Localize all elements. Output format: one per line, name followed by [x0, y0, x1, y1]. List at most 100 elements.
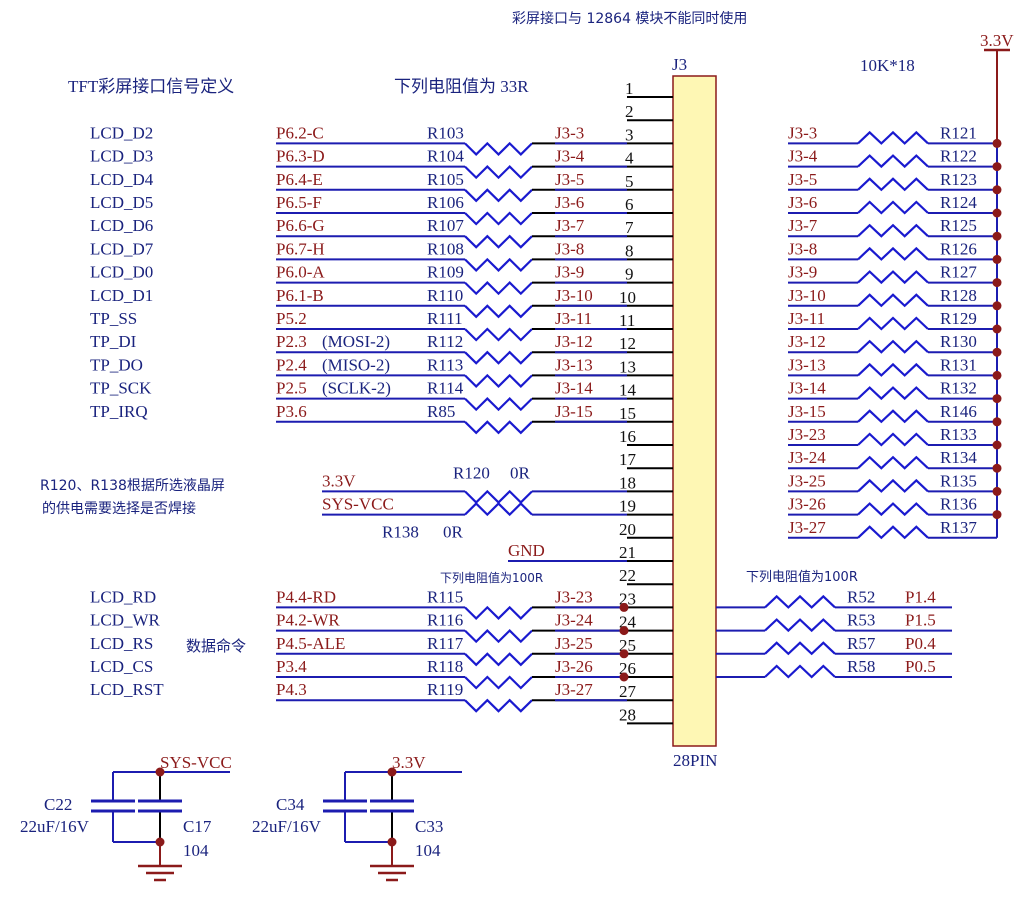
junction-dot [155, 767, 165, 777]
pin-number: 3 [625, 125, 634, 144]
pin-number: 18 [619, 473, 636, 492]
resistor-symbol [464, 605, 533, 620]
port-label: P6.4-E [276, 170, 323, 189]
junction-dot [992, 417, 1002, 427]
resistor-ref: R109 [427, 263, 464, 282]
resistor-ref: R133 [940, 425, 977, 444]
resistor-symbol [857, 502, 929, 517]
pin-number: 28 [619, 705, 636, 724]
net-label: J3-24 [788, 448, 826, 467]
data-cmd-note: 数据命令 [186, 637, 246, 655]
port-label: P2.4 [276, 355, 307, 374]
junction-dot [992, 138, 1002, 148]
net-label-3v3: 3.3V [322, 471, 356, 490]
resistor-symbol [464, 257, 533, 272]
cap-gap [370, 800, 414, 812]
resistor-symbol [857, 339, 929, 354]
net-label: J3-6 [555, 193, 584, 212]
junction-dot [992, 463, 1002, 473]
port-label: P4.4-RD [276, 587, 336, 606]
port-label: P4.3 [276, 680, 307, 699]
resistor-ref: R58 [847, 657, 875, 676]
resistor-ref: R137 [940, 518, 977, 537]
resistor-symbol [857, 386, 929, 401]
net-label-sys-vcc: SYS-VCC [322, 495, 394, 514]
resistor-note-100r-left: 下列电阻值为100R [440, 570, 543, 585]
port-label: P1.4 [905, 587, 936, 606]
resistor-ref: R123 [940, 170, 977, 189]
pin-number: 10 [619, 288, 636, 307]
resistor-symbol [857, 316, 929, 331]
resistor-ref: R115 [427, 587, 463, 606]
port-label: P4.5-ALE [276, 634, 345, 653]
port-label: P0.5 [905, 657, 936, 676]
signal-name: LCD_RST [90, 680, 164, 699]
resistor-symbol [464, 373, 533, 388]
net-label: J3-4 [788, 147, 818, 166]
top-note: 彩屏接口与 12864 模块不能同时使用 [512, 10, 747, 27]
resistor-symbol [857, 478, 929, 493]
resistor-symbol [857, 525, 929, 540]
resistor-symbol [857, 270, 929, 285]
resistor-ref: R146 [940, 402, 977, 421]
net-label: J3-9 [555, 263, 584, 282]
net-label: J3-8 [788, 239, 817, 258]
resistor-symbol [764, 641, 836, 656]
signal-name: TP_DO [90, 355, 143, 374]
resistor-symbol [857, 362, 929, 377]
signal-name: TP_IRQ [90, 402, 148, 421]
resistor-symbol [464, 234, 533, 249]
pin-number: 21 [619, 543, 636, 562]
resistor-ref: R129 [940, 309, 977, 328]
resistor-ref: R121 [940, 123, 977, 142]
pin-number: 5 [625, 172, 634, 191]
net-label: J3-25 [788, 471, 826, 490]
junction-dot [992, 254, 1002, 264]
connector-part: 28PIN [673, 751, 717, 770]
resistor-ref: R111 [427, 309, 463, 328]
resistor-ref: R52 [847, 587, 875, 606]
net-label-gnd: GND [508, 541, 545, 560]
junction-dot [992, 301, 1002, 311]
port-label: P6.1-B [276, 286, 324, 305]
resistor-symbol [464, 211, 533, 226]
resistor-ref: R104 [427, 147, 464, 166]
signal-name: LCD_D3 [90, 147, 153, 166]
resistor-symbol [464, 675, 533, 690]
junction-dot [992, 510, 1002, 520]
port-label: P3.6 [276, 402, 307, 421]
pin-number: 22 [619, 566, 636, 585]
resistor-symbol [857, 200, 929, 215]
net-label: J3-26 [788, 495, 826, 514]
pin-number: 8 [625, 241, 634, 260]
junction-dot [992, 370, 1002, 380]
resistor-ref: R126 [940, 239, 977, 258]
resistor-symbol [464, 420, 533, 435]
resistor-value: 0R [443, 523, 464, 542]
pin-number: 6 [625, 195, 634, 214]
net-label: J3-11 [788, 309, 825, 328]
capacitor-value: 22uF/16V [252, 817, 322, 836]
junction-dot [619, 626, 629, 636]
power-label-3v3: 3.3V [980, 31, 1014, 50]
net-label: J3-9 [788, 263, 817, 282]
power-label: 3.3V [392, 753, 426, 772]
resistor-ref: R116 [427, 611, 463, 630]
port-label: P6.3-D [276, 147, 325, 166]
resistor-ref: R118 [427, 657, 463, 676]
junction-dot [992, 394, 1002, 404]
connector-body [672, 75, 717, 747]
capacitor-value: 104 [183, 841, 209, 860]
port-label: P2.5 [276, 379, 307, 398]
net-label: J3-4 [555, 147, 585, 166]
resistor-symbol [464, 350, 533, 365]
resistor-symbol [857, 246, 929, 261]
pin-number: 27 [619, 682, 637, 701]
resistor-ref: R127 [940, 263, 977, 282]
resistor-ref: R120 [453, 463, 490, 482]
resistor-symbol [464, 304, 533, 319]
resistor-ref: R132 [940, 379, 977, 398]
capacitor-value: 104 [415, 841, 441, 860]
net-label: J3-23 [788, 425, 826, 444]
junction-dot [992, 185, 1002, 195]
